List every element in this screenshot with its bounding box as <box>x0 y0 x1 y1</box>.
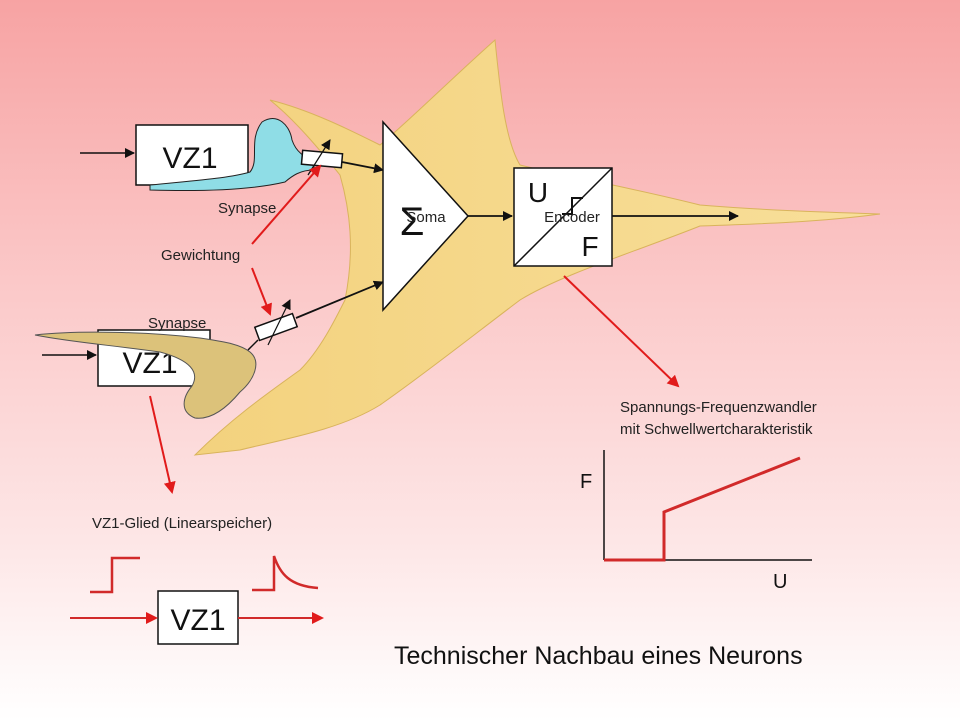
synapse-bottom-link <box>247 339 259 351</box>
vz1-lower-label: VZ1 <box>170 604 225 637</box>
encoder-characteristic-arrow <box>563 275 680 388</box>
weight-resistor-top <box>300 139 344 176</box>
vz1-glied-label: VZ1-Glied (Linearspeicher) <box>92 515 272 532</box>
synapse-bottom-to-soma <box>295 280 384 319</box>
graph-f-label: F <box>580 471 592 493</box>
diagram-title: Technischer Nachbau eines Neurons <box>394 642 803 670</box>
graph-u-label: U <box>773 571 787 593</box>
weight-resistor-bottom <box>253 299 299 346</box>
encoder-u-label: U <box>528 177 548 208</box>
synapse-bottom-label: Synapse <box>148 315 206 332</box>
soma-label: Soma <box>406 209 446 226</box>
gewichtung-arrow-bottom <box>251 267 272 316</box>
soma-summation-triangle <box>382 120 470 312</box>
threshold-step-icon <box>562 197 583 215</box>
encoder-f-label: F <box>581 231 598 262</box>
converter-line1: Spannungs-Frequenzwandler <box>620 399 817 416</box>
vz1-box-top <box>135 124 249 186</box>
gewichtung-arrow-top <box>251 164 322 245</box>
vz1-glied-arrow <box>149 395 176 494</box>
encoder-diagonal <box>513 167 613 267</box>
threshold-characteristic-curve <box>604 456 801 562</box>
vz1-top-label: VZ1 <box>162 142 217 175</box>
output-decay-signal <box>252 555 319 592</box>
synapse-top-to-soma <box>341 161 384 174</box>
synapse-top-label: Synapse <box>218 200 276 217</box>
gewichtung-label: Gewichtung <box>161 247 240 264</box>
synapse-bottom-shape <box>34 331 257 419</box>
converter-line2: mit Schwellwertcharakteristik <box>620 421 813 438</box>
sigma-symbol: Σ <box>400 200 425 244</box>
input-step-signal <box>90 556 140 594</box>
encoder-label: Encoder <box>544 209 600 226</box>
synapse-top-shape <box>149 118 315 192</box>
